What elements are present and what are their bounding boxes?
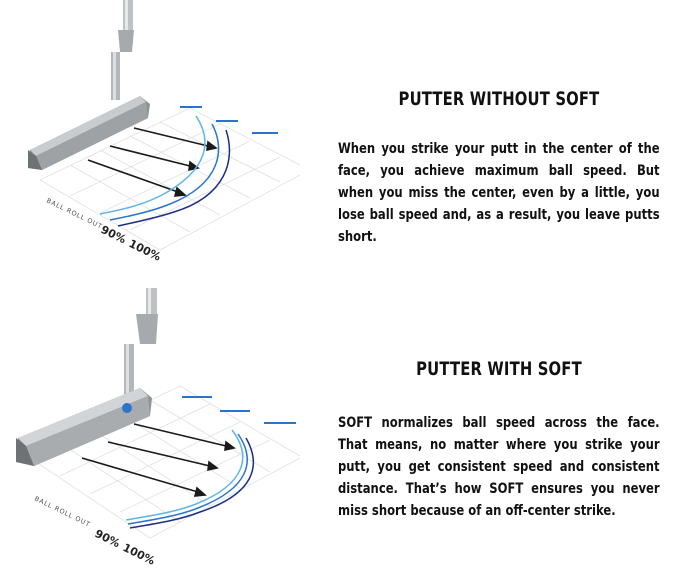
ball-roll-out-label: BALL ROLL OUT (33, 495, 92, 529)
ball-roll-curves (99, 115, 231, 227)
putter-head (16, 388, 152, 466)
putter-with-soft-illustration: BALL ROLL OUT 90% 100% (16, 288, 301, 568)
curve-tags (182, 396, 296, 424)
ball-roll-curves (125, 429, 255, 529)
putter-shaft (124, 288, 158, 400)
panel-with-soft: BALL ROLL OUT 90% 100% PUTTER WITH SOFT … (0, 288, 700, 576)
percent-100-label: 100% (121, 541, 157, 568)
heading-with-soft: PUTTER WITH SOFT (416, 358, 582, 380)
percent-90-label: 90% (93, 527, 122, 550)
percent-90-label: 90% (99, 223, 128, 246)
heading-without-soft: PUTTER WITHOUT SOFT (398, 88, 600, 110)
panel-without-soft: BALL ROLL OUT 90% 100% PUTTER WITHOUT SO… (28, 0, 660, 264)
strike-arrows (81, 423, 236, 497)
body-with-soft: SOFT normalizes ball speed across the fa… (338, 415, 660, 519)
without-body-wrap: When you strike your putt in the center … (338, 138, 660, 248)
body-without-soft: When you strike your putt in the center … (338, 141, 660, 245)
soft-logo-icon (122, 403, 132, 413)
putter-head (28, 96, 150, 170)
with-body-wrap: SOFT normalizes ball speed across the fa… (338, 412, 660, 522)
curve-tags (180, 106, 278, 134)
putter-without-soft-illustration: BALL ROLL OUT 90% 100% (28, 0, 301, 264)
ball-roll-out-label: BALL ROLL OUT (45, 197, 104, 231)
with-text-column: PUTTER WITH SOFT (338, 358, 660, 380)
putter-shaft (111, 0, 134, 100)
without-text-column: PUTTER WITHOUT SOFT (338, 88, 660, 110)
